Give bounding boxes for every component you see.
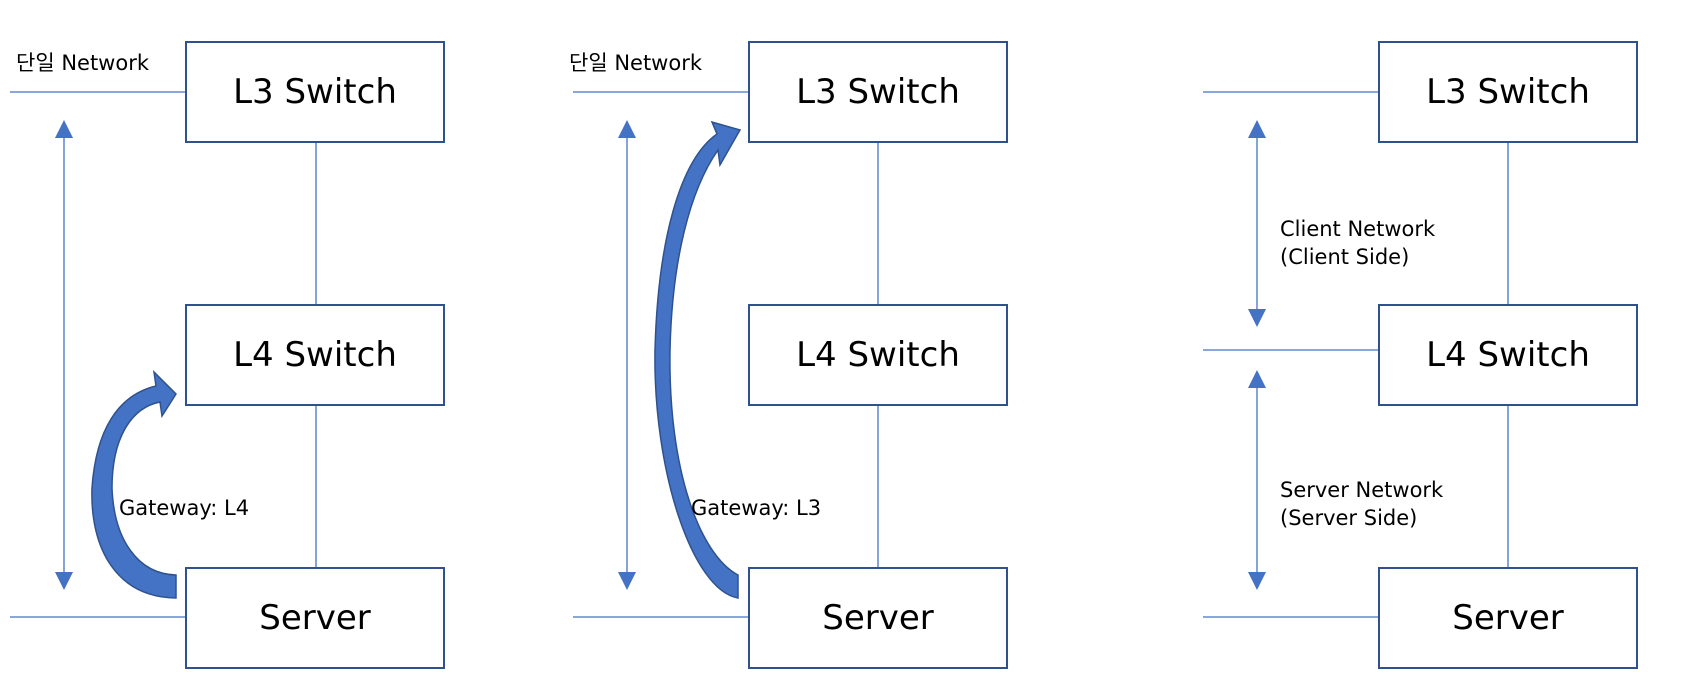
network-span-double-arrow bbox=[55, 120, 73, 590]
server-box: Server bbox=[185, 567, 445, 669]
network-span-double-arrow bbox=[618, 120, 636, 590]
l4-switch-box: L4 Switch bbox=[748, 304, 1008, 406]
client-network-label: Client Network bbox=[1280, 217, 1436, 241]
gateway-curved-arrow bbox=[654, 120, 742, 599]
panel-single-network-gateway-l3: 단일 Network Gateway: L3 L3 Switch L4 Swit… bbox=[569, 41, 1008, 669]
l4-switch-label: L4 Switch bbox=[1426, 335, 1590, 375]
network-label: 단일 Network bbox=[569, 51, 703, 75]
l3-switch-box: L3 Switch bbox=[185, 41, 445, 143]
gateway-curved-arrow bbox=[91, 369, 177, 599]
client-side-label: (Client Side) bbox=[1280, 245, 1409, 269]
l3-switch-box: L3 Switch bbox=[748, 41, 1008, 143]
panel-single-network-gateway-l4: 단일 Network Gateway: L4 L3 Switch L4 Swit… bbox=[10, 41, 445, 669]
server-label: Server bbox=[259, 598, 371, 638]
network-label: 단일 Network bbox=[16, 51, 150, 75]
server-box: Server bbox=[1378, 567, 1638, 669]
server-network-label: Server Network bbox=[1280, 478, 1444, 502]
gateway-label: Gateway: L4 bbox=[119, 496, 249, 520]
client-network-double-arrow bbox=[1248, 120, 1266, 327]
l4-switch-box: L4 Switch bbox=[185, 304, 445, 406]
l3-switch-label: L3 Switch bbox=[233, 72, 397, 112]
server-label: Server bbox=[1452, 598, 1564, 638]
l3-switch-box: L3 Switch bbox=[1378, 41, 1638, 143]
l4-switch-box: L4 Switch bbox=[1378, 304, 1638, 406]
l3-switch-label: L3 Switch bbox=[1426, 72, 1590, 112]
l4-switch-label: L4 Switch bbox=[233, 335, 397, 375]
l4-switch-label: L4 Switch bbox=[796, 335, 960, 375]
panel-split-networks: Client Network (Client Side) Server Netw… bbox=[1203, 41, 1638, 669]
server-network-double-arrow bbox=[1248, 370, 1266, 590]
server-side-label: (Server Side) bbox=[1280, 506, 1417, 530]
server-box: Server bbox=[748, 567, 1008, 669]
server-label: Server bbox=[822, 598, 934, 638]
l3-switch-label: L3 Switch bbox=[796, 72, 960, 112]
gateway-label: Gateway: L3 bbox=[691, 496, 821, 520]
